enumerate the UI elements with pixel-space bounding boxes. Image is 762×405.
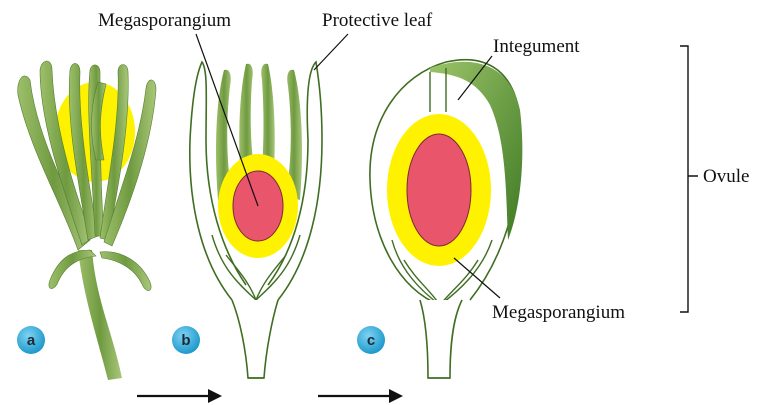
badge-a: a — [17, 326, 45, 354]
leader-protective-leaf — [314, 34, 348, 70]
stage-c-stalk — [420, 300, 462, 378]
svg-text:c: c — [367, 332, 375, 349]
label-ovule: Ovule — [703, 166, 749, 187]
stage-b-stalk — [232, 300, 278, 378]
label-megasporangium-bottom: Megasporangium — [492, 302, 625, 323]
svg-text:b: b — [181, 332, 190, 349]
label-protective-leaf: Protective leaf — [322, 10, 433, 31]
label-megasporangium-top: Megasporangium — [98, 10, 231, 31]
label-integument: Integument — [493, 36, 580, 57]
stage-c-megasporangium — [407, 134, 471, 246]
badge-b: b — [172, 326, 200, 354]
stage-a-stalk — [78, 250, 122, 380]
badge-c: c — [357, 326, 385, 354]
svg-text:a: a — [27, 332, 36, 349]
stage-b-structure — [190, 62, 322, 378]
ovule-bracket — [680, 46, 698, 312]
stage-c-structure — [370, 60, 522, 378]
arrow-a-to-b — [137, 389, 222, 403]
arrow-b-to-c — [318, 389, 403, 403]
